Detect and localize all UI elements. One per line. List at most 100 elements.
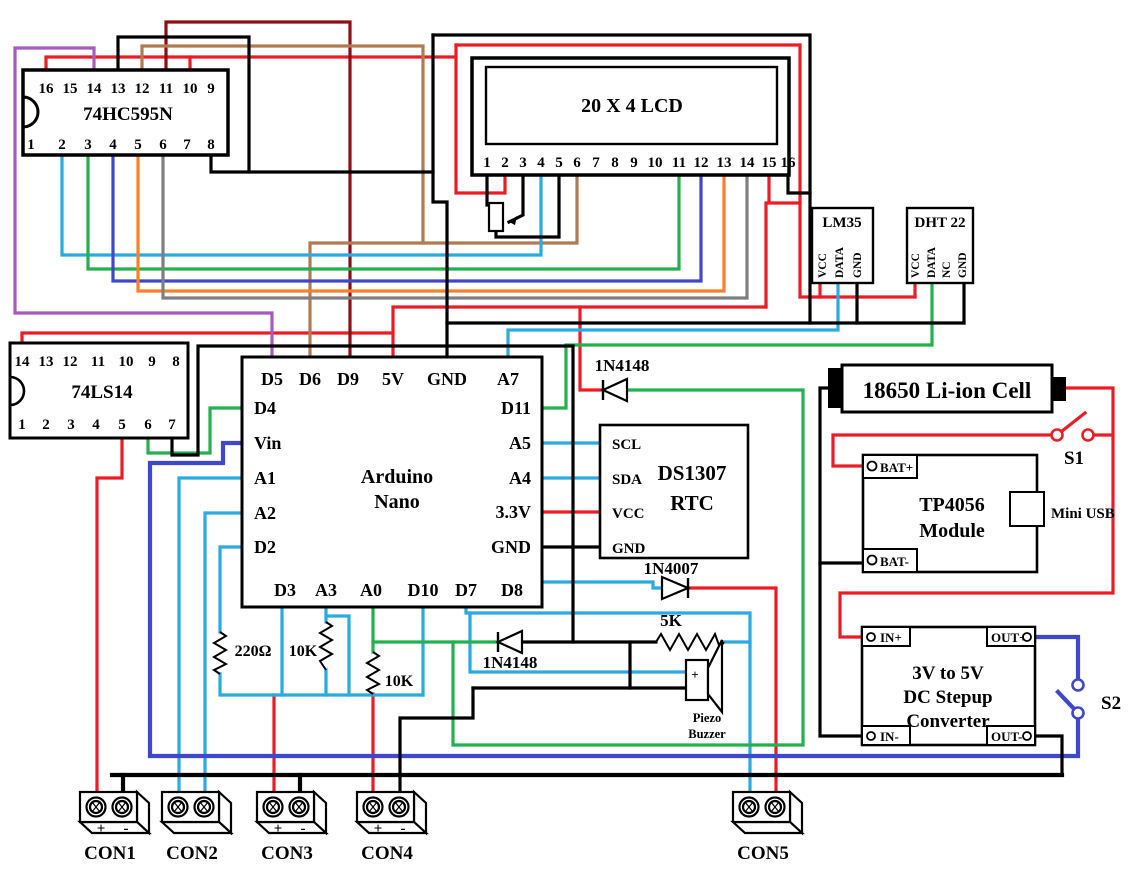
resistor-220: [212, 631, 229, 675]
pin-label: 15: [762, 155, 777, 171]
pin-label: DATA: [834, 246, 846, 278]
pin-label: 12: [135, 81, 150, 97]
pin-label: 9: [630, 155, 638, 171]
pin-label: 10: [119, 354, 134, 370]
resistor-10k-b: [365, 651, 382, 695]
pin-label: 5: [555, 155, 563, 171]
pin-label: 3: [519, 155, 527, 171]
pin-label: 5: [134, 137, 142, 153]
pin-label: 10: [648, 155, 663, 171]
pin-label: 11: [159, 81, 173, 97]
pin-label: 4: [109, 137, 117, 153]
pin-label: 16: [39, 81, 55, 97]
out-plus-label: OUT+: [991, 630, 1027, 645]
pin-label: D9: [337, 369, 359, 389]
resistor-label-10k-b: 10K: [385, 673, 414, 690]
pin-label: SCL: [612, 437, 641, 453]
converter-title-3: Converter: [906, 711, 990, 732]
battery-label: 18650 Li-ion Cell: [863, 378, 1032, 403]
con3-plus: +: [274, 821, 283, 837]
pin-label: 13: [39, 354, 54, 370]
pin-label: A3: [315, 580, 337, 600]
pin-label: 5: [118, 417, 126, 433]
wire-d4-74ls14p6: [146, 406, 244, 455]
diode-label-1n4148-top: 1N4148: [595, 356, 650, 375]
pin-label: D3: [274, 580, 296, 600]
pin-label: D7: [455, 580, 477, 600]
pin-label: 6: [144, 417, 152, 433]
pin-label: 13: [717, 155, 732, 171]
buzzer-label-1: Piezo: [693, 711, 721, 725]
ic-74ls14-title: 74LS14: [71, 382, 133, 403]
con4-plus: +: [374, 821, 383, 837]
pin-label: 10: [183, 81, 198, 97]
pin-label: 2: [58, 137, 66, 153]
converter-title-2: DC Stepup: [903, 687, 992, 708]
battery-cap-right: [1052, 377, 1066, 401]
pin-label: A2: [254, 503, 276, 523]
pin-label: A1: [254, 468, 276, 488]
wire-gnd-mid-net: [170, 344, 688, 794]
pin-label: 15: [63, 81, 78, 97]
pin-label: 5V: [382, 369, 404, 389]
switch-s1: S1: [1050, 428, 1095, 469]
lcd-title: 20 X 4 LCD: [581, 95, 683, 117]
dht22-title: DHT 22: [915, 215, 966, 231]
pin-label: A7: [497, 369, 519, 389]
diode-1n4007: [660, 575, 691, 601]
stepup-converter: IN+ OUT+ IN- OUT- 3V to 5V DC Stepup Con…: [860, 625, 1037, 747]
pin-label: A0: [360, 580, 382, 600]
pin-label: 3.3V: [496, 502, 532, 522]
tp4056-title-2: Module: [919, 520, 985, 542]
con3-minus: -: [301, 821, 306, 837]
in-plus-label: IN+: [880, 630, 902, 645]
out-minus-label: OUT-: [991, 729, 1022, 744]
con1-plus: +: [97, 821, 106, 837]
pin-label: 4: [537, 155, 545, 171]
tp4056-module: BAT+ BAT- TP4056 Module Mini USB: [861, 453, 1115, 574]
wire-gnd-bus: [109, 772, 1065, 795]
wire-d8-1n4007: [540, 580, 664, 590]
wire-d6-595p12-lcd6: [140, 44, 579, 359]
diode-1n4148-bottom: [495, 629, 524, 655]
pin-label: D5: [261, 369, 283, 389]
pin-label: 8: [611, 155, 619, 171]
pin-label: A4: [509, 468, 531, 488]
s2-contact-bottom: [1071, 706, 1085, 720]
pin-label: NC: [941, 261, 953, 278]
diode-label-1n4148-bottom: 1N4148: [483, 653, 538, 672]
con2-label: CON2: [166, 843, 218, 864]
pin-label: 13: [111, 81, 126, 97]
pin-label: D8: [501, 580, 523, 600]
connector-con3: + - CON3: [254, 789, 329, 864]
tp4056-title-1: TP4056: [919, 494, 985, 516]
con4-minus: -: [401, 821, 406, 837]
wire-a7-lm35-data: [506, 281, 840, 359]
pin-label: 1: [18, 417, 26, 433]
pin-label: GND: [612, 541, 646, 557]
wire-595p5-lcd13: [136, 153, 726, 293]
pin-label: 6: [159, 137, 167, 153]
wire-d7-buzzer-con5: [464, 605, 752, 794]
pin-label: 12: [63, 354, 78, 370]
wire-595p4-lcd12: [111, 153, 703, 283]
pin-label: 12: [694, 155, 709, 171]
buzzer-plus-sign: +: [691, 667, 698, 682]
pin-label: D6: [299, 369, 321, 389]
mini-usb-label: Mini USB: [1051, 506, 1115, 522]
diode-1n4148-top: [600, 377, 629, 403]
resistor-label-220: 220Ω: [235, 643, 272, 660]
pin-label: 11: [672, 155, 686, 171]
connector-con5: CON5: [730, 789, 805, 864]
buzzer-label-2: Buzzer: [688, 727, 726, 741]
con3-label: CON3: [261, 843, 313, 864]
in-minus-label: IN-: [880, 729, 899, 744]
pin-label: D11: [501, 398, 531, 418]
battery-18650: 18650 Li-ion Cell: [828, 363, 1066, 414]
battery-cap-left: [828, 368, 842, 408]
